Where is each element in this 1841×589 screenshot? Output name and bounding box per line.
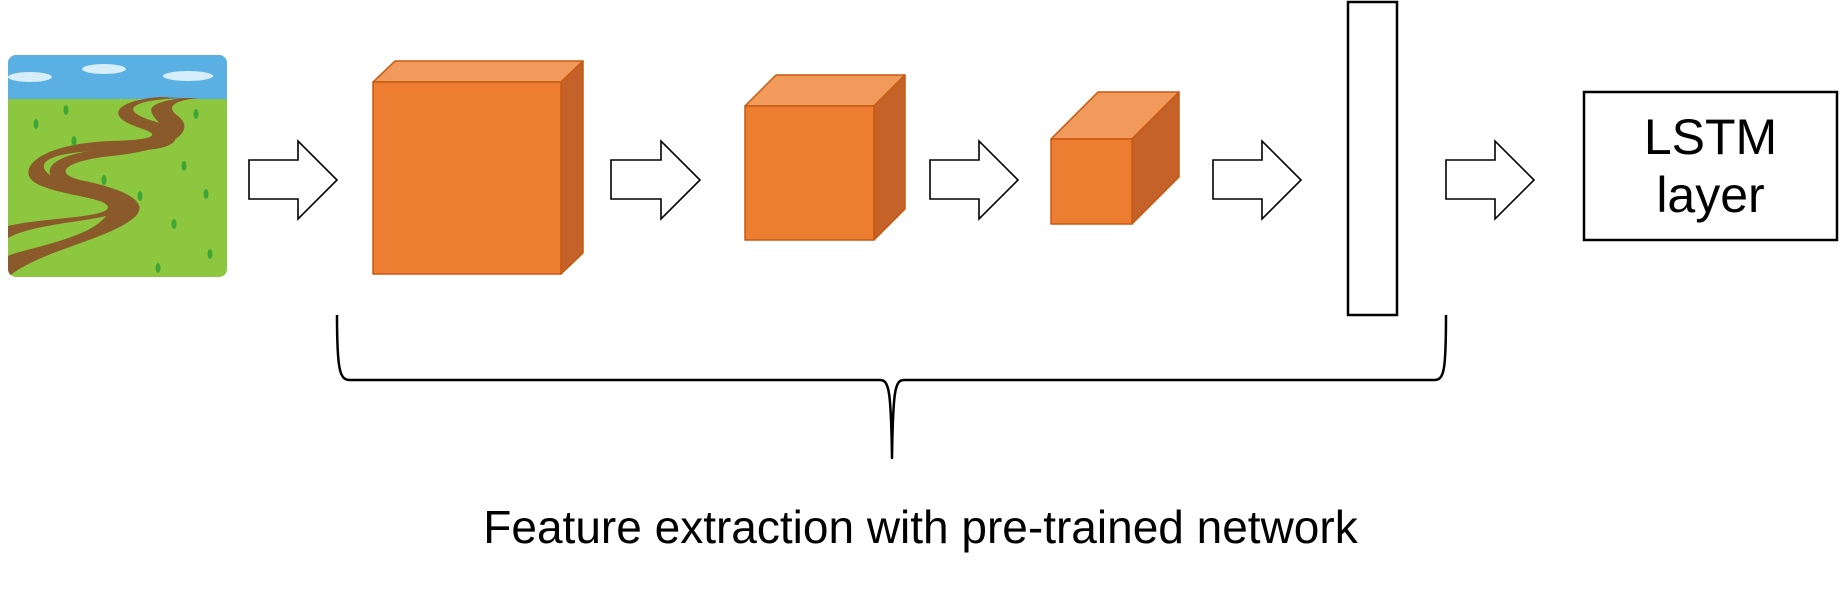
brace-caption: Feature extraction with pre-trained netw… bbox=[483, 501, 1358, 553]
lstm-label-line2: layer bbox=[1656, 167, 1765, 223]
feature-vector bbox=[1346, 0, 1399, 317]
lstm-layer-label: LSTM layer bbox=[1584, 92, 1837, 240]
arrow-1-icon bbox=[248, 139, 339, 221]
lstm-layer-box bbox=[1582, 90, 1839, 242]
arrow-2-icon bbox=[610, 139, 702, 221]
arrow-5-icon bbox=[1445, 139, 1536, 221]
arrow-3-icon bbox=[929, 139, 1020, 221]
feature-map-3 bbox=[1050, 91, 1180, 225]
feature-map-2 bbox=[744, 74, 906, 241]
arrow-4-icon bbox=[1212, 139, 1303, 221]
lstm-label-line1: LSTM bbox=[1643, 109, 1778, 165]
curly-brace bbox=[335, 314, 1448, 460]
input-image bbox=[8, 55, 227, 277]
road-shape bbox=[8, 97, 182, 238]
feature-map-1 bbox=[372, 60, 584, 275]
